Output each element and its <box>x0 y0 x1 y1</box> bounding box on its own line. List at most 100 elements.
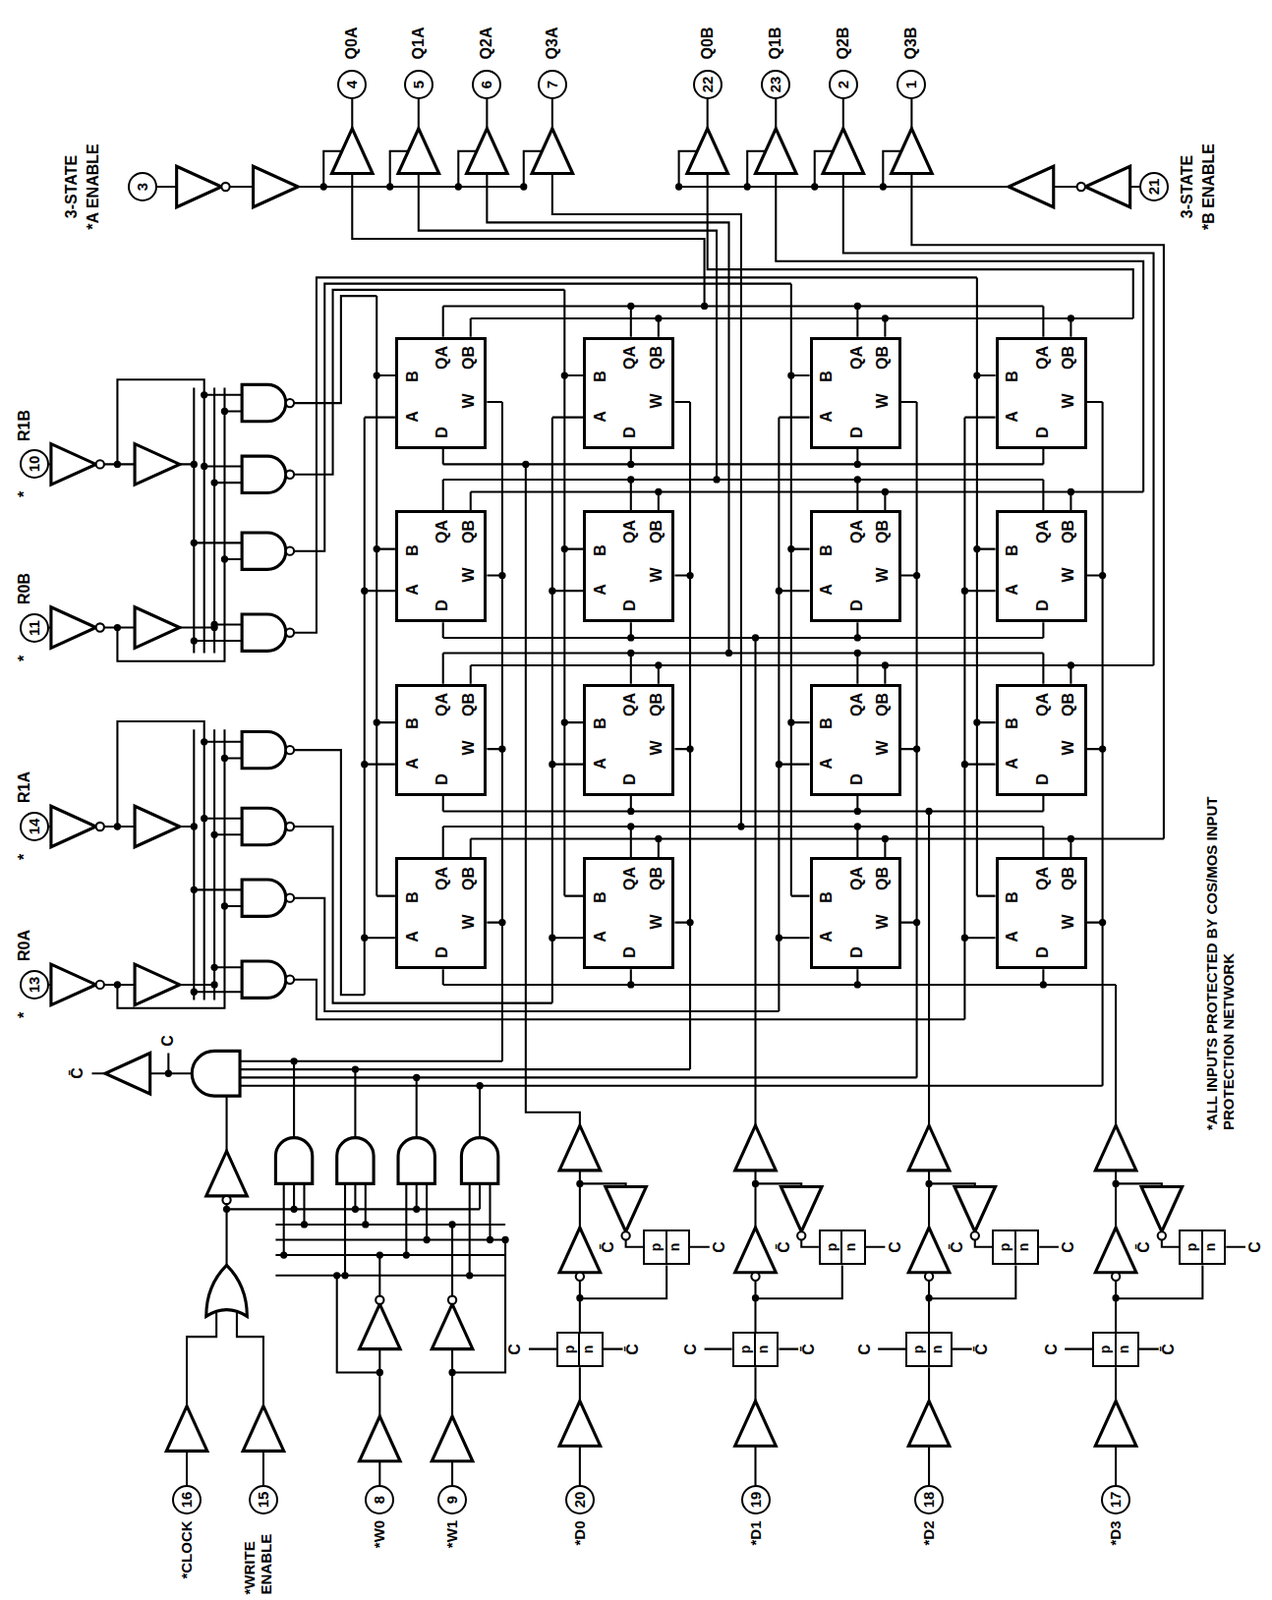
gate-divider <box>1014 1231 1017 1264</box>
junction-dot <box>300 1220 308 1228</box>
logic-gate <box>253 166 299 208</box>
junction-dot <box>221 407 229 415</box>
pin-number: 23 <box>767 76 785 94</box>
junction-dot <box>289 1206 297 1214</box>
wiring <box>186 1312 264 1487</box>
junction-dot <box>1111 1180 1119 1188</box>
cell-terminal: QB <box>1059 693 1078 717</box>
cell-terminal: W <box>460 567 478 582</box>
gate-polarity: p <box>998 1242 1014 1252</box>
signal-label: *A ENABLE <box>84 143 103 230</box>
junction-dot <box>373 718 381 726</box>
logic-gate <box>531 128 574 174</box>
inversion-bubble <box>797 1231 806 1240</box>
signal-label: *D0 <box>572 1520 589 1546</box>
cell-terminal: B <box>591 371 610 384</box>
junction-dot <box>881 488 889 496</box>
cell-terminal: QA <box>622 346 640 370</box>
junction-dot <box>1067 835 1075 843</box>
pin-circle: 2 <box>828 69 859 100</box>
logic-gate <box>1008 166 1054 208</box>
junction-dot <box>881 314 889 322</box>
cell-terminal: W <box>647 914 666 929</box>
logic-gate <box>559 1125 601 1171</box>
cell-terminal: QA <box>848 346 867 370</box>
cell-terminal: D <box>848 599 867 612</box>
pin-number: 18 <box>921 1492 938 1509</box>
junction-dot <box>654 488 662 496</box>
signal-label: C <box>856 1343 874 1356</box>
wiring <box>49 99 1246 1487</box>
junction-dot <box>854 649 862 657</box>
junction-dot <box>548 760 556 768</box>
gate-polarity: p <box>1098 1344 1113 1354</box>
junction-dot <box>341 1272 348 1279</box>
cell-terminal: B <box>404 544 422 557</box>
cell-terminal: QA <box>848 520 867 544</box>
pin-number: 3 <box>134 182 152 191</box>
junction-dot <box>913 745 921 752</box>
junction-dot <box>775 587 783 595</box>
pin-number: 6 <box>478 80 496 89</box>
junction-dot <box>775 760 783 768</box>
logic-gate <box>461 1138 498 1185</box>
junction-dot <box>190 636 198 644</box>
pin-circle: 22 <box>693 69 723 100</box>
logic-gate <box>176 166 223 208</box>
junction-dot <box>686 572 694 579</box>
gate-polarity: n <box>1116 1344 1132 1354</box>
junction-dot <box>751 1180 759 1188</box>
cell-terminal: QA <box>848 693 867 717</box>
junction-dot <box>627 475 635 483</box>
junction-dot <box>403 1251 410 1259</box>
wiring <box>964 277 1102 1086</box>
junction-dot <box>498 572 506 579</box>
junction-dot <box>810 182 818 190</box>
junction-dot <box>925 808 932 815</box>
inversion-bubble <box>286 894 294 903</box>
junction-dot <box>165 1070 173 1078</box>
junction-dot <box>200 814 208 822</box>
junction-dot <box>787 718 795 726</box>
wiring <box>284 1183 491 1275</box>
signal-label: C̄ <box>973 1343 991 1356</box>
register-cell: ABQAQBDW <box>395 684 487 797</box>
cell-terminal: QB <box>1059 520 1078 544</box>
pin-number: 17 <box>1107 1492 1125 1509</box>
junction-dot <box>961 760 969 768</box>
pin-number: 21 <box>1145 178 1162 196</box>
pin-number: 15 <box>255 1492 273 1509</box>
transmission-gate: pn <box>642 1229 691 1266</box>
junction-dot <box>787 545 795 553</box>
junction-dot <box>654 835 662 843</box>
signal-label: C <box>160 1035 178 1047</box>
junction-dot <box>973 718 981 726</box>
cell-terminal: A <box>404 410 422 423</box>
pin-number: 16 <box>178 1492 196 1509</box>
cell-terminal: A <box>818 583 837 596</box>
cell-terminal: B <box>404 891 422 904</box>
logic-gate <box>134 964 180 1006</box>
cell-terminal: W <box>1059 394 1078 409</box>
logic-gate <box>51 607 97 649</box>
wiring <box>443 479 1144 638</box>
cell-terminal: QA <box>1034 693 1052 717</box>
junction-dot <box>448 1220 456 1228</box>
junction-dot <box>520 182 527 190</box>
junction-dot <box>422 1236 430 1244</box>
signal-label: Q3B <box>903 26 922 59</box>
wiring <box>293 277 978 633</box>
junction-dot <box>320 182 328 190</box>
gate-polarity: p <box>911 1344 926 1354</box>
cell-terminal: D <box>622 773 640 786</box>
pin-circle: 16 <box>172 1485 202 1515</box>
gate-polarity: n <box>929 1344 945 1354</box>
signal-label: *CLOCK <box>178 1520 196 1579</box>
cell-terminal: B <box>818 371 837 384</box>
logic-gate <box>954 1187 996 1233</box>
register-cell: ABQAQBDW <box>395 857 487 970</box>
cell-terminal: W <box>1059 741 1078 756</box>
inversion-bubble <box>286 976 294 984</box>
junction-dot <box>1040 981 1047 988</box>
register-cell: ABQAQBDW <box>582 684 675 797</box>
